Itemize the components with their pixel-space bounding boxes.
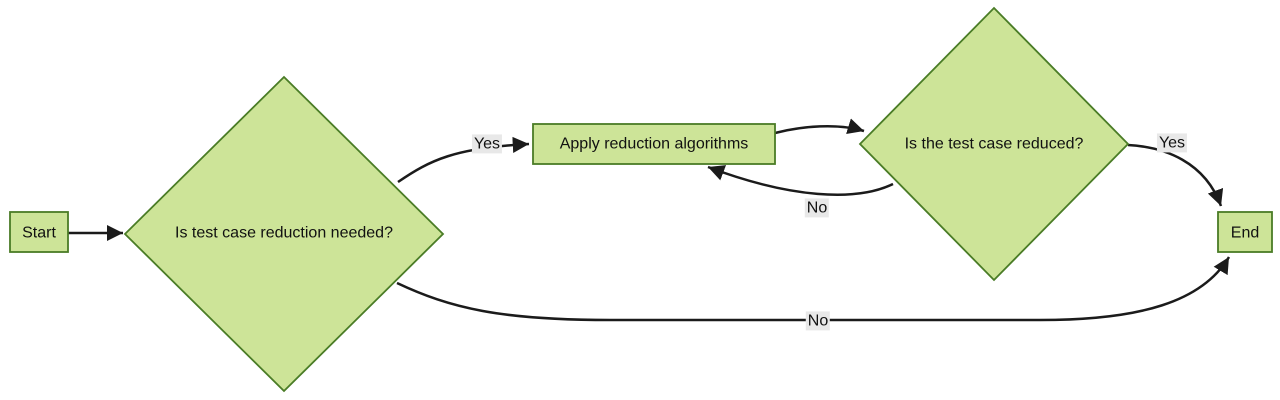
apply-node-shape: [532, 123, 776, 165]
decision1-node-label: Is test case reduction needed?: [175, 224, 393, 242]
edge-label-yes-decision1: Yes: [471, 134, 503, 154]
edge-label-no-decision2: No: [804, 198, 830, 218]
apply-node-label: Apply reduction algorithms: [559, 135, 749, 153]
decision2-node-shape: [858, 6, 1130, 282]
end-node-label: End: [1230, 224, 1260, 242]
start-node-shape: [9, 211, 69, 253]
end-node-shape: [1217, 211, 1273, 253]
edge-decision2-to-end-yes: [1127, 143, 1224, 207]
start-node-label: Start: [22, 224, 56, 242]
decision2-node-label: Is the test case reduced?: [904, 135, 1084, 153]
edge-apply-to-decision2: [774, 118, 865, 135]
edge-decision2-to-apply-no: [707, 165, 894, 196]
edge-label-yes-decision2: Yes: [1156, 133, 1188, 153]
edge-decision1-to-apply-yes: [397, 136, 530, 184]
decision1-node-shape: [123, 75, 445, 393]
edge-label-no-decision1: No: [805, 311, 831, 331]
